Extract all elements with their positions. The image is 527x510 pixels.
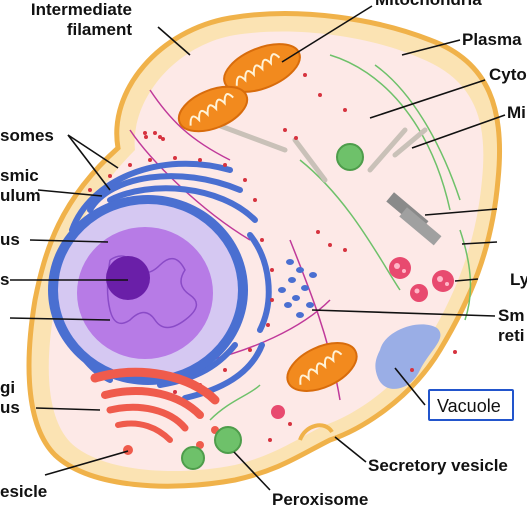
microtubule [392,127,428,158]
secretory-notch [298,423,334,441]
label-ly: Ly [510,270,527,289]
nucleolus [106,256,150,300]
lysosome [389,257,411,279]
label-er-line2: ulum [0,186,41,205]
microtubule [215,122,288,153]
label-er: smic ulum [0,166,41,206]
label-golgi-line2: us [0,398,20,417]
label-secretory-vesicle: Secretory vesicle [368,456,508,475]
free-ribosomes [144,131,457,372]
label-plasma: Plasma [462,30,522,49]
leader-lines [9,5,506,491]
peroxisome [336,143,364,171]
lysosome [432,270,454,292]
label-golgi: gi us [0,378,20,418]
vacuole-highlight-box: Vacuole [428,389,514,421]
vacuole [375,324,441,389]
mitochondrion [223,43,301,93]
label-nucleolus: s [0,270,10,289]
label-golgi-line1: gi [0,378,16,397]
mitochondrion [177,85,249,133]
label-mi: Mi [507,103,526,122]
label-er-line1: smic [0,166,39,185]
microfilament [299,159,401,291]
golgi-apparatus [90,367,220,443]
label-peroxisome: Peroxisome [272,490,369,509]
lysosome [410,284,428,302]
mitochondrion [286,342,358,392]
label-vesicle: esicle [0,482,48,501]
microfilament [329,54,451,211]
microfilament [459,229,472,321]
centrosome [386,192,442,246]
microtubule [292,137,328,183]
peroxisome [181,446,205,470]
label-mitochondria: Mitochondria [375,0,482,10]
microtubule [367,127,408,173]
label-intermediate-filament-line2: filament [66,20,132,39]
intermediate-filament [149,89,231,161]
label-ribosomes: somes [0,126,54,145]
intermediate-filament [129,129,251,241]
label-cyto: Cyto [489,65,527,84]
microfilament [374,64,461,201]
label-smooth-er: Sm reti [498,306,524,346]
microfilament [209,384,261,421]
label-nucleus: us [0,230,20,249]
label-intermediate-filament: Intermediate filament [31,0,132,40]
label-vacuole: Vacuole [437,396,501,416]
label-smooth-er-line2: reti [498,326,525,345]
smooth-er [278,259,317,318]
label-smooth-er-line1: Sm [498,306,525,325]
lysosome [271,405,285,419]
peroxisome [214,426,242,454]
nucleus-core [77,227,213,359]
label-intermediate-filament-line1: Intermediate [30,0,132,19]
